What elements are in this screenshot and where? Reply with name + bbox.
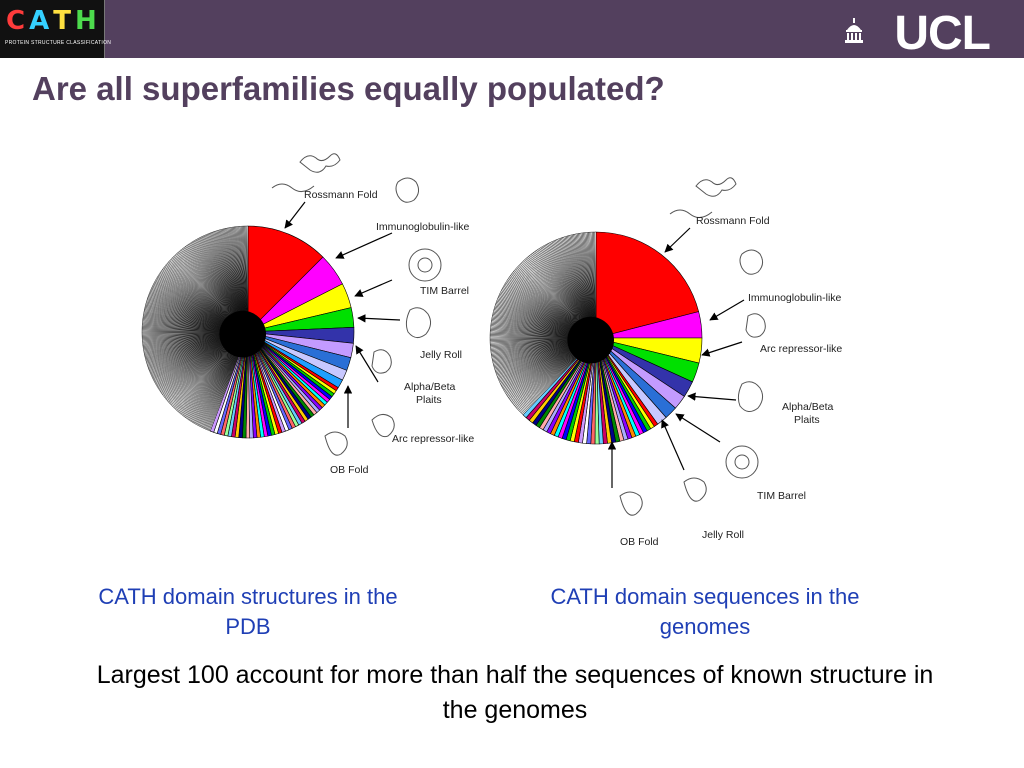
protein-structure-icon <box>619 491 643 516</box>
cath-logo-subtitle: PROTEIN STRUCTURE CLASSIFICATION <box>5 40 112 46</box>
pie-right-label-alpha-beta-line2: Plaits <box>794 414 820 426</box>
ucl-dome-icon <box>845 18 863 43</box>
protein-structure-icon <box>395 177 420 203</box>
pie-left-label-jelly-roll: Jelly Roll <box>420 349 462 361</box>
pie-left-pie-center <box>219 310 267 358</box>
logo-letter-t: T <box>53 6 75 36</box>
pie-chart-genomes <box>489 231 703 445</box>
pie-charts: Rossmann Fold Immunoglobulin-like TIM Ba… <box>141 153 842 548</box>
pie-right-label-alpha-beta: Alpha/Beta Plaits <box>782 401 836 426</box>
pie-left-label-rossmann: Rossmann Fold <box>304 189 378 201</box>
logo-letter-a: A <box>29 6 54 36</box>
pie-right-label-ob-fold: OB Fold <box>620 536 659 548</box>
pie-left-slice-tail-259 <box>246 225 249 333</box>
pie-right-annotations: Rossmann Fold Immunoglobulin-like Arc re… <box>607 177 842 548</box>
pie-right-slice-rossmann-fold <box>595 231 700 339</box>
logo-letter-h: H <box>74 6 101 36</box>
caption-right: CATH domain sequences in the genomes <box>550 584 860 639</box>
protein-structure-icon <box>371 349 392 374</box>
pie-right-label-rossmann: Rossmann Fold <box>696 215 770 227</box>
protein-structure-icon <box>271 153 341 192</box>
pie-left-label-alpha-beta-line2: Plaits <box>416 394 442 406</box>
pie-right-label-jelly-roll: Jelly Roll <box>702 529 744 541</box>
protein-structure-icon <box>371 414 395 438</box>
logo-letter-c: C <box>6 6 30 36</box>
protein-structure-icon <box>739 249 764 275</box>
protein-structure-icon <box>725 445 759 479</box>
conclusion-text: Largest 100 account for more than half t… <box>96 661 934 724</box>
pie-right-label-immunoglobulin: Immunoglobulin-like <box>748 292 842 304</box>
protein-structure-icon <box>683 477 707 502</box>
pie-left-label-tim-barrel: TIM Barrel <box>420 285 469 297</box>
protein-structure-icon <box>408 248 442 282</box>
pie-left-annotations: Rossmann Fold Immunoglobulin-like TIM Ba… <box>271 153 474 476</box>
pie-left-label-ob-fold: OB Fold <box>330 464 369 476</box>
pie-right-label-alpha-beta-line1: Alpha/Beta <box>782 401 834 413</box>
pie-right-pie-center <box>567 316 615 364</box>
pie-left-label-alpha-beta-line1: Alpha/Beta <box>404 381 456 393</box>
cath-logo-letters: CATH <box>6 6 101 36</box>
protein-structure-icon <box>669 177 737 218</box>
pie-left-label-immunoglobulin: Immunoglobulin-like <box>376 221 470 233</box>
protein-structure-icon <box>745 313 766 338</box>
cath-logo: CATH PROTEIN STRUCTURE CLASSIFICATION <box>0 0 111 58</box>
protein-structure-icon <box>737 381 764 412</box>
pie-right-slice-tail-199 <box>594 231 597 339</box>
pie-left-slice-rossmann-fold <box>247 225 324 333</box>
pie-left-label-arc-repressor: Arc repressor-like <box>392 433 474 445</box>
pie-chart-pdb <box>141 225 355 439</box>
pie-right-label-tim-barrel: TIM Barrel <box>757 490 806 502</box>
pie-left-label-alpha-beta: Alpha/Beta Plaits <box>404 381 458 406</box>
ucl-logo: UCL <box>894 7 991 60</box>
slide-title: Are all superfamilies equally populated? <box>32 70 665 107</box>
pie-right-label-arc-repressor: Arc repressor-like <box>760 343 842 355</box>
protein-structure-icon <box>324 431 348 456</box>
header-bar <box>0 0 1024 58</box>
caption-left: CATH domain structures in the PDB <box>98 584 398 639</box>
protein-structure-icon <box>405 307 432 338</box>
